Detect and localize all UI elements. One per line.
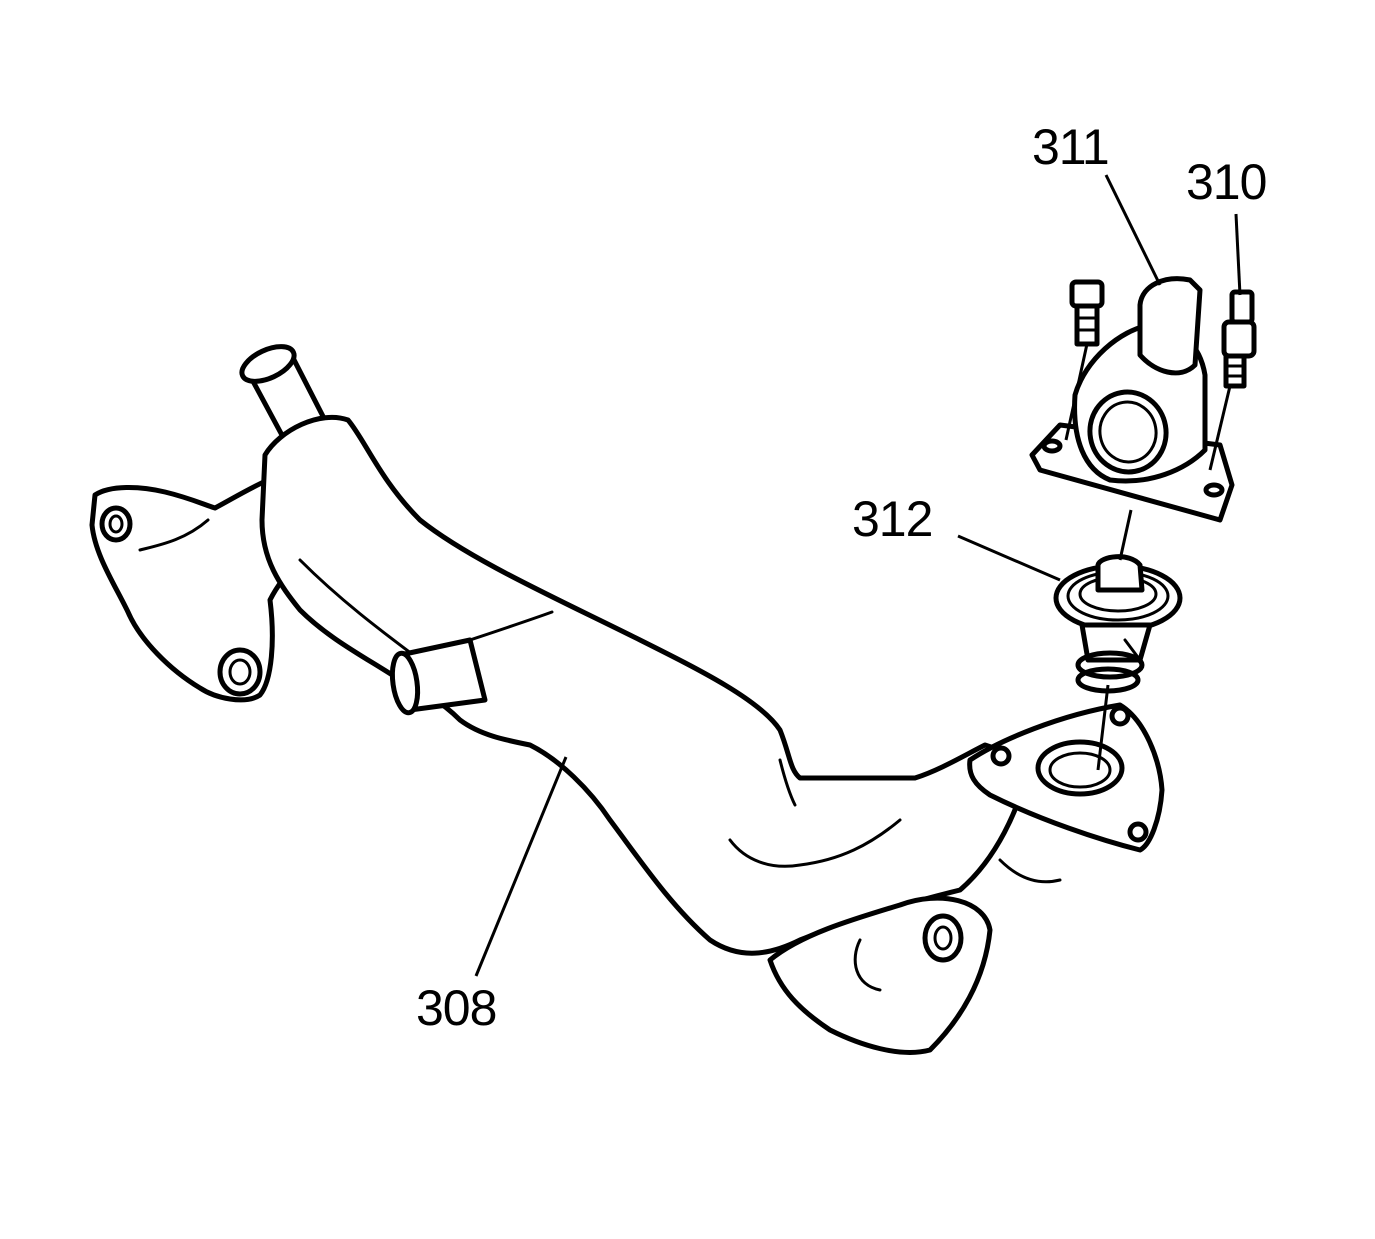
leader-312 bbox=[957, 534, 1061, 582]
water-outlet-part bbox=[1029, 276, 1235, 523]
coolant-pipe-part bbox=[89, 344, 1165, 1055]
leader-311 bbox=[1104, 174, 1162, 286]
callout-308: 308 bbox=[416, 980, 497, 1036]
thermostat-part bbox=[1053, 554, 1183, 694]
assembly-axis-line bbox=[1096, 509, 1133, 771]
leader-308 bbox=[474, 756, 568, 977]
callout-312: 312 bbox=[852, 491, 933, 547]
outlet-bolts-part bbox=[1064, 279, 1257, 471]
callout-310: 310 bbox=[1186, 154, 1267, 210]
leader-310 bbox=[1234, 213, 1242, 296]
callout-311: 311 bbox=[1032, 119, 1110, 175]
